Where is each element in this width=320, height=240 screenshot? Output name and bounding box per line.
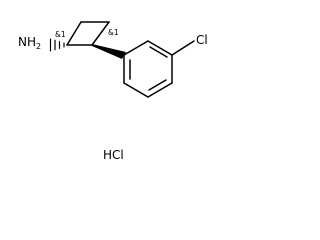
salt-label: HCl [103, 148, 124, 162]
benzene-ring [123, 40, 173, 98]
amine-subscript: 2 [36, 42, 41, 51]
hashed-wedge-bond [49, 38, 65, 52]
aromatic-inner-bond [149, 46, 168, 58]
chloro-bond [171, 40, 195, 56]
ring-bond [123, 82, 149, 98]
amine-label: NH2 [18, 35, 41, 51]
ring-bond [147, 40, 173, 56]
aromatic-inner-bond [148, 79, 167, 91]
cyclopropane-ring [66, 21, 110, 46]
ring-bond-left [66, 21, 82, 46]
stereo-descriptor-amine-carbon: &1 [55, 30, 66, 39]
chemical-structure: NH2 Cl &1 &1 HCl [18, 21, 208, 162]
ring-bond [147, 82, 173, 98]
stereo-descriptor-aryl-carbon: &1 [108, 28, 119, 37]
chloro-label: Cl [196, 33, 208, 47]
ring-bond [123, 40, 149, 56]
ring-bond-right [91, 21, 110, 46]
solid-wedge-bond [92, 44, 126, 59]
amine-nh: NH [18, 35, 36, 49]
